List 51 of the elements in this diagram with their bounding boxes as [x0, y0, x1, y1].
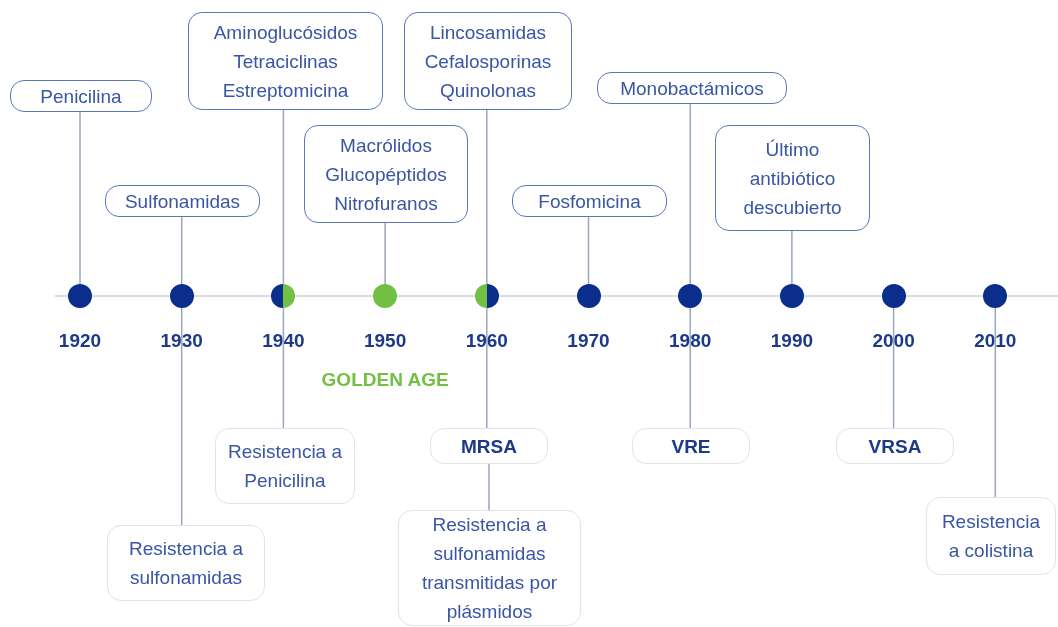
- antibiotic-box: Fosfomicina: [512, 185, 667, 217]
- year-label: 1920: [58, 330, 102, 352]
- year-label: 2010: [974, 330, 1017, 352]
- event-box: VRE: [632, 428, 750, 464]
- connector-line: [486, 109, 488, 285]
- antibiotic-box: Penicilina: [10, 80, 152, 112]
- antibiotic-box: Último antibiótico descubierto: [715, 125, 870, 231]
- connector-line: [180, 216, 183, 285]
- antibiotic-box: Monobactámicos: [597, 72, 787, 104]
- timeline-dot: [983, 284, 1008, 308]
- year-label: 1980: [669, 330, 712, 352]
- event-box: Resistencia a Penicilina: [215, 428, 355, 504]
- connector-line: [180, 307, 183, 526]
- year-label: 2000: [872, 330, 915, 352]
- connector-line: [486, 307, 488, 429]
- year-label: 1990: [770, 330, 814, 352]
- event-box: VRSA: [836, 428, 954, 464]
- timeline-dot: [576, 284, 601, 308]
- antibiotic-box: Lincosamidas Cefalosporinas Quinolonas: [404, 12, 572, 110]
- connector-line: [689, 103, 691, 285]
- timeline-dot: [169, 284, 194, 308]
- year-label: 1960: [465, 330, 508, 352]
- timeline-dot: [779, 284, 804, 308]
- connector-line: [79, 111, 81, 285]
- year-label: 1940: [262, 330, 305, 352]
- connector-line: [282, 307, 285, 429]
- connector-line: [791, 230, 793, 285]
- event-box: MRSA: [430, 428, 548, 464]
- timeline-dot: [373, 284, 398, 308]
- connector-line: [587, 216, 590, 285]
- antibiotic-box: Macrólidos Glucopéptidos Nitrofuranos: [304, 125, 468, 223]
- timeline-dot: [474, 284, 499, 308]
- antibiotic-box: Aminoglucósidos Tetraciclinas Estreptomicina: [188, 12, 383, 110]
- event-box: Resistencia a sulfonamidas transmitidas por plásmidos: [398, 510, 581, 626]
- timeline-dot: [68, 284, 92, 308]
- connector-line: [282, 109, 285, 285]
- event-box: Resistencia a colistina: [926, 497, 1056, 575]
- timeline-dot: [881, 284, 906, 308]
- event-box: Resistencia a sulfonamidas: [107, 525, 265, 601]
- year-label: 1930: [160, 330, 203, 352]
- timeline-dot: [678, 284, 703, 308]
- era-label: GOLDEN AGE: [321, 369, 449, 391]
- connector-line: [689, 307, 691, 429]
- antibiotic-box: Sulfonamidas: [105, 185, 260, 217]
- connector-line: [994, 307, 997, 498]
- connector-line: [384, 222, 386, 285]
- timeline-dot: [271, 284, 296, 308]
- year-label: 1950: [363, 330, 407, 352]
- connector-line: [892, 307, 895, 429]
- connector-line: [488, 463, 490, 511]
- year-label: 1970: [567, 330, 610, 352]
